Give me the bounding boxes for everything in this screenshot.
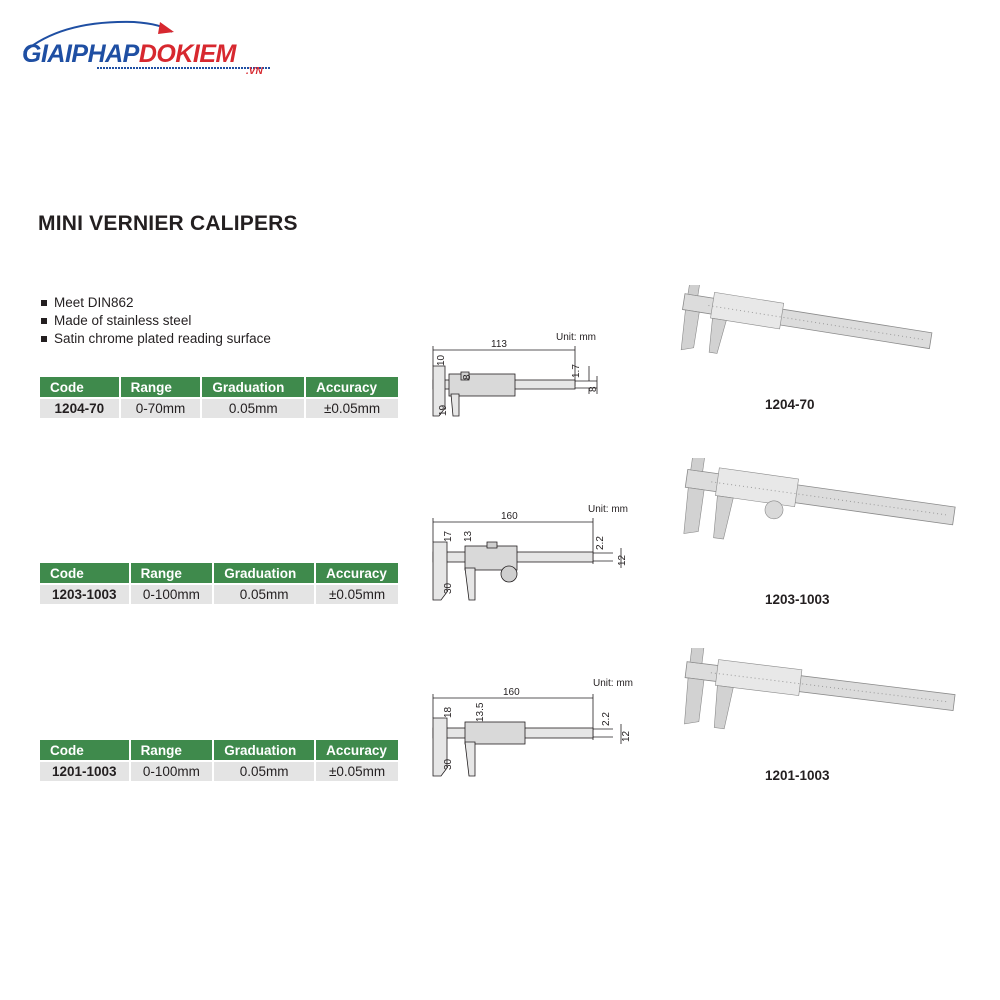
feature-item: Made of stainless steel bbox=[40, 312, 271, 330]
caliper-icon bbox=[683, 458, 956, 540]
photo-caption: 1204-70 bbox=[765, 397, 815, 412]
logo-swoosh-icon bbox=[23, 20, 270, 69]
dim-d5: 12 bbox=[621, 730, 632, 742]
feature-list: Meet DIN862 Made of stainless steel Sati… bbox=[40, 294, 271, 348]
dim-d1: 17 bbox=[443, 530, 454, 542]
cell-range: 0-100mm bbox=[129, 584, 215, 604]
feature-item: Meet DIN862 bbox=[40, 294, 271, 312]
dim-d5: 12 bbox=[617, 554, 628, 566]
dimension-drawing-1203-1003: 160 17 13 30 2.2 12 bbox=[425, 508, 635, 608]
unit-label: Unit: mm bbox=[593, 678, 633, 689]
spec-table-1204-70: Code Range Graduation Accuracy 1204-70 0… bbox=[40, 377, 400, 418]
cell-graduation: 0.05mm bbox=[213, 584, 317, 604]
dim-d1: 18 bbox=[443, 706, 454, 718]
cell-code: 1201-1003 bbox=[40, 761, 131, 781]
cell-code: 1204-70 bbox=[40, 398, 121, 418]
cell-accuracy: ±0.05mm bbox=[315, 584, 400, 604]
dim-d4: 2.2 bbox=[595, 536, 606, 550]
brand-logo: GIAIPHAPDOKIEM .VN bbox=[22, 18, 282, 78]
dim-length: 160 bbox=[503, 687, 520, 698]
dim-d4: 2.2 bbox=[601, 712, 612, 726]
dim-d2: 8 bbox=[462, 374, 473, 380]
cell-accuracy: ±0.05mm bbox=[305, 398, 400, 418]
header-graduation: Graduation bbox=[213, 563, 317, 585]
table-row: 1203-1003 0-100mm 0.05mm ±0.05mm bbox=[40, 584, 400, 604]
header-code: Code bbox=[40, 563, 131, 585]
header-range: Range bbox=[129, 563, 215, 585]
caliper-icon bbox=[684, 648, 956, 730]
dim-d3: 30 bbox=[443, 758, 454, 770]
caliper-photo-1204-70 bbox=[675, 285, 945, 385]
cell-range: 0-100mm bbox=[129, 761, 215, 781]
dim-d3: 30 bbox=[443, 582, 454, 594]
photo-caption: 1203-1003 bbox=[765, 592, 830, 607]
photo-caption: 1201-1003 bbox=[765, 768, 830, 783]
dim-length: 160 bbox=[501, 511, 518, 522]
unit-label: Unit: mm bbox=[588, 504, 628, 515]
dimension-drawing-1204-70: 113 10 8 19 1.7 8 bbox=[425, 336, 615, 426]
table-row: 1201-1003 0-100mm 0.05mm ±0.05mm bbox=[40, 761, 400, 781]
cell-graduation: 0.05mm bbox=[213, 761, 317, 781]
dim-d1: 10 bbox=[436, 354, 447, 366]
dim-d5: 8 bbox=[588, 386, 599, 392]
cell-code: 1203-1003 bbox=[40, 584, 131, 604]
caliper-icon bbox=[680, 285, 933, 354]
page-title: MINI VERNIER CALIPERS bbox=[38, 212, 298, 235]
dim-d4: 1.7 bbox=[571, 364, 582, 378]
spec-table-1203-1003: Code Range Graduation Accuracy 1203-1003… bbox=[40, 563, 400, 604]
unit-label: Unit: mm bbox=[556, 332, 596, 343]
header-accuracy: Accuracy bbox=[315, 740, 400, 762]
feature-item: Satin chrome plated reading surface bbox=[40, 330, 271, 348]
cell-accuracy: ±0.05mm bbox=[315, 761, 400, 781]
header-accuracy: Accuracy bbox=[315, 563, 400, 585]
dim-d2: 13 bbox=[463, 530, 474, 542]
header-graduation: Graduation bbox=[213, 740, 317, 762]
header-range: Range bbox=[119, 377, 203, 399]
header-range: Range bbox=[129, 740, 215, 762]
dim-d2: 13.5 bbox=[475, 702, 486, 722]
cell-graduation: 0.05mm bbox=[201, 398, 307, 418]
logo-domain-suffix: .VN bbox=[246, 66, 263, 77]
header-accuracy: Accuracy bbox=[305, 377, 400, 399]
cell-range: 0-70mm bbox=[119, 398, 203, 418]
caliper-photo-1203-1003 bbox=[678, 458, 968, 568]
caliper-photo-1201-1003 bbox=[678, 648, 968, 758]
dimension-drawing-1201-1003: 160 18 13.5 30 2.2 12 bbox=[425, 684, 635, 784]
header-graduation: Graduation bbox=[201, 377, 307, 399]
header-code: Code bbox=[40, 377, 121, 399]
dim-length: 113 bbox=[491, 339, 507, 350]
spec-table-1201-1003: Code Range Graduation Accuracy 1201-1003… bbox=[40, 740, 400, 781]
header-code: Code bbox=[40, 740, 131, 762]
table-row: 1204-70 0-70mm 0.05mm ±0.05mm bbox=[40, 398, 400, 418]
dim-d3: 19 bbox=[438, 404, 449, 416]
logo-wordmark: GIAIPHAPDOKIEM bbox=[22, 40, 236, 68]
